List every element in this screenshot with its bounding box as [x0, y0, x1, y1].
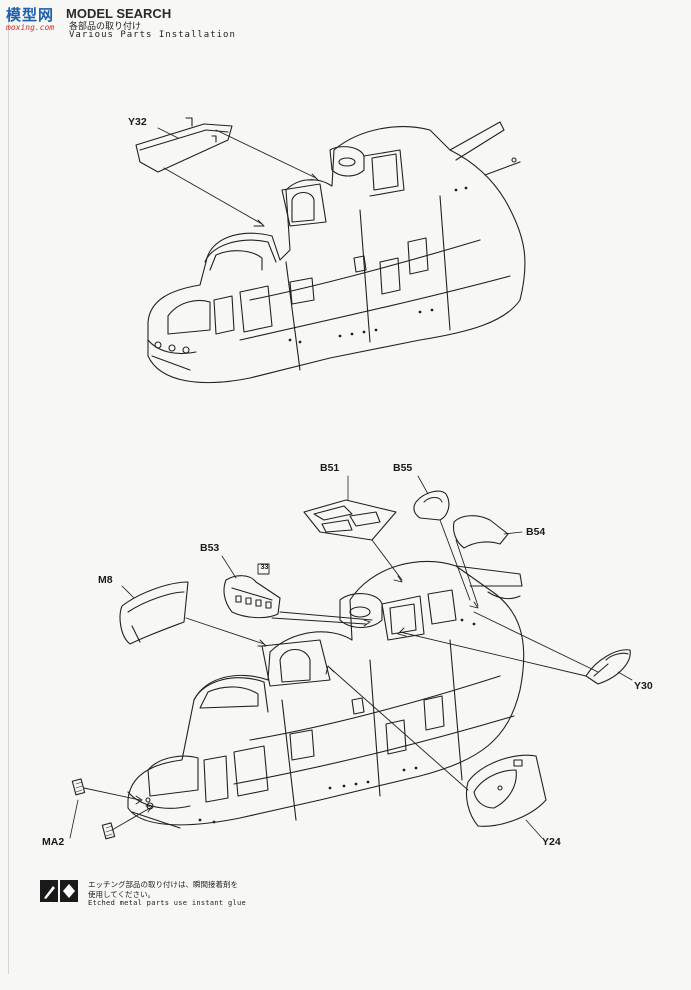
- part-ma2-etched: [71, 778, 116, 840]
- glue-icon: [40, 880, 80, 902]
- label-b51: B51: [320, 462, 340, 474]
- watermark-brand-cn: 模型网: [6, 6, 55, 24]
- watermark-brand: MODEL SEARCH: [66, 6, 172, 21]
- step-title-english: Various Parts Installation: [69, 30, 236, 40]
- step-title-japanese: 各部品の取り付け: [69, 22, 142, 32]
- label-b54: B54: [526, 526, 546, 538]
- label-y32: Y32: [128, 116, 147, 128]
- part-b51-panel: [303, 499, 397, 541]
- label-m8: M8: [98, 574, 113, 586]
- glue-note-english: Etched metal parts use instant glue: [88, 899, 247, 907]
- glue-note-japanese: エッチング部品の取り付けは、瞬間接着剤を使用してください。: [88, 880, 238, 899]
- part-b55-panel: [413, 490, 450, 521]
- part-b53-panel: [223, 575, 281, 619]
- top-leader-lines: [163, 129, 319, 227]
- callout-box: [257, 563, 270, 575]
- callout-number: 33: [260, 564, 269, 571]
- label-b55: B55: [393, 462, 413, 474]
- page-edge-line: [8, 14, 9, 974]
- part-b54-panel: [452, 515, 509, 549]
- label-b53: B53: [200, 542, 220, 554]
- part-y32-panel: [135, 117, 233, 173]
- bottom-helicopter-fuselage: [127, 560, 525, 829]
- label-ma2: MA2: [42, 836, 65, 848]
- part-m8-panel: [119, 581, 189, 645]
- label-y24: Y24: [542, 836, 561, 848]
- watermark-url: moxing.com: [6, 23, 55, 32]
- label-y30: Y30: [634, 680, 653, 692]
- top-helicopter-fuselage: [147, 121, 526, 384]
- part-y24-cowling: [465, 754, 547, 827]
- part-y30-nose: [585, 649, 631, 685]
- bottom-leader-lines: [83, 519, 599, 831]
- watermark-logo: 模型网 MODEL SEARCH moxing.com: [4, 4, 174, 34]
- label-pointer-lines: [69, 127, 633, 839]
